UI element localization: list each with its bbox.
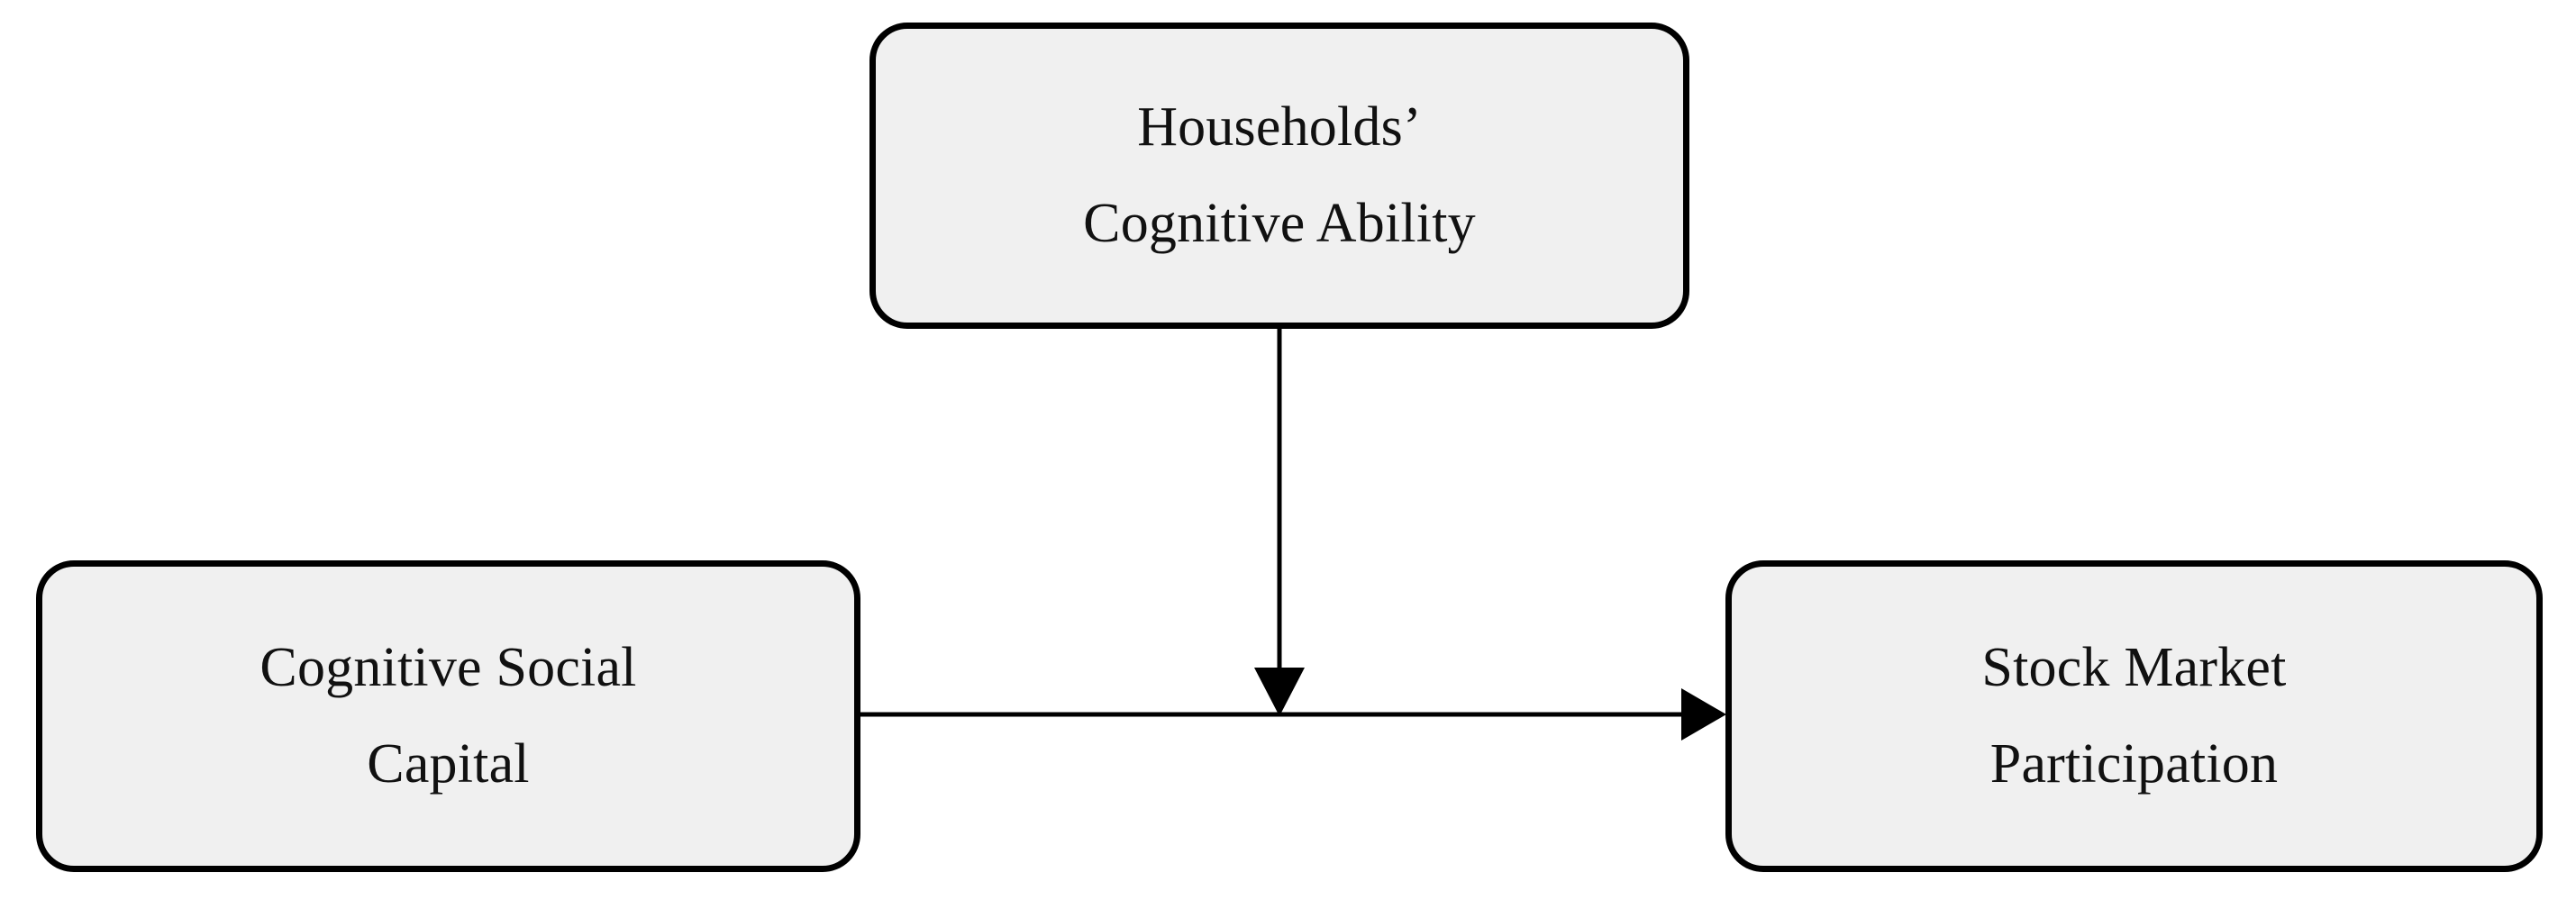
node-stock-market-participation-label: Stock Market Participation (1981, 637, 2287, 795)
edge-main-effect (849, 688, 1726, 741)
arrowhead-down-icon (1254, 668, 1305, 716)
edge-moderation-effect (1254, 329, 1305, 716)
node-households-cognitive-ability-label: Households’ Cognitive Ability (1083, 96, 1476, 254)
node-households-cognitive-ability[interactable]: Households’ Cognitive Ability (869, 23, 1689, 329)
arrowhead-right-icon (1681, 688, 1726, 741)
node-cognitive-social-capital[interactable]: Cognitive Social Capital (36, 560, 860, 872)
node-stock-market-participation[interactable]: Stock Market Participation (1725, 560, 2543, 872)
node-cognitive-social-capital-label: Cognitive Social Capital (259, 637, 637, 795)
